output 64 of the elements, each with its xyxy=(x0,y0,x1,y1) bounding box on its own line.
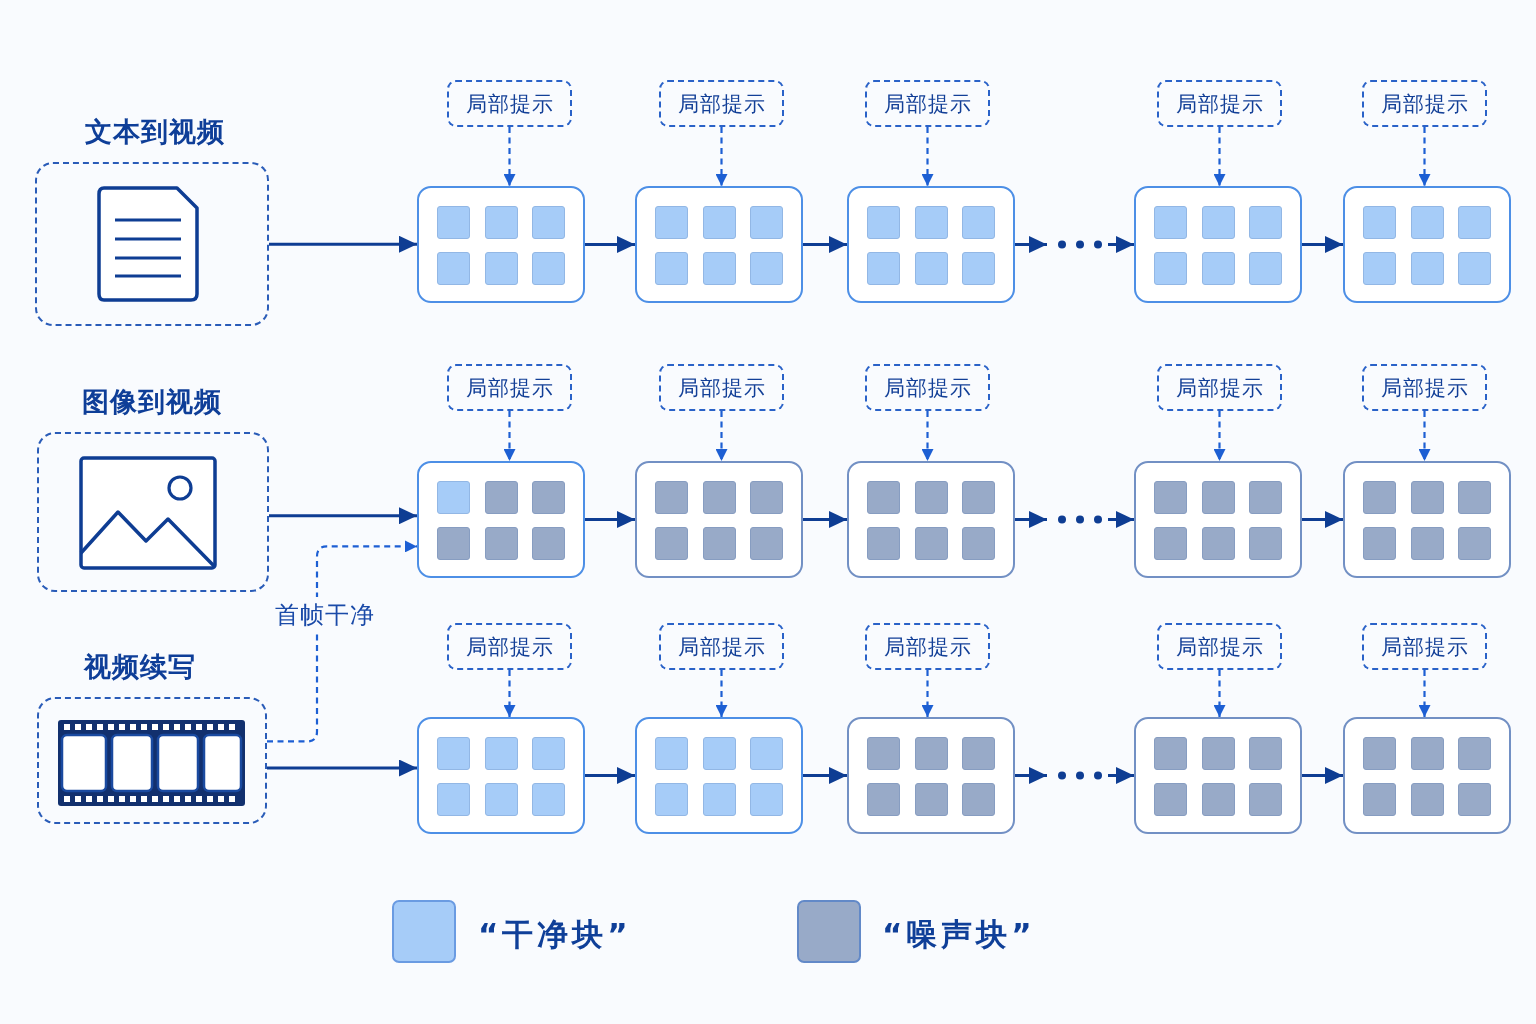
dashed-arrow xyxy=(503,411,516,461)
dashed-arrow xyxy=(921,670,934,717)
dashed-arrow xyxy=(715,127,728,186)
dashed-arrow xyxy=(1213,670,1226,717)
dashed-arrow xyxy=(267,540,417,743)
frame-box xyxy=(635,186,803,303)
dashed-arrow xyxy=(715,411,728,461)
arrow xyxy=(803,767,847,784)
prompt-box: 局部提示 xyxy=(659,364,784,411)
heading: 视频续写 xyxy=(84,651,196,683)
arrow xyxy=(585,511,635,528)
frame-box xyxy=(1343,461,1511,578)
prompt-box: 局部提示 xyxy=(447,364,572,411)
arrow xyxy=(1302,236,1343,253)
frame-box xyxy=(1343,186,1511,303)
arrow xyxy=(803,236,847,253)
frame-box xyxy=(635,461,803,578)
prompt-box: 局部提示 xyxy=(1362,364,1487,411)
heading: 文本到视频 xyxy=(85,116,225,148)
prompt-box: 局部提示 xyxy=(1157,623,1282,670)
dashed-arrow xyxy=(715,670,728,717)
frame-box xyxy=(1134,717,1302,834)
frame-box xyxy=(417,186,585,303)
dashed-arrow xyxy=(503,127,516,186)
frame-box xyxy=(1134,461,1302,578)
frame-box xyxy=(417,717,585,834)
arrow xyxy=(585,767,635,784)
prompt-box: 局部提示 xyxy=(659,80,784,127)
arrow xyxy=(585,236,635,253)
frame-box xyxy=(1343,717,1511,834)
dashed-arrow xyxy=(1418,670,1431,717)
frame-box xyxy=(635,717,803,834)
edge-label: 首帧干净 xyxy=(273,596,377,633)
frame-box xyxy=(847,186,1015,303)
prompt-box: 局部提示 xyxy=(865,623,990,670)
frame-box xyxy=(1134,186,1302,303)
prompt-box: 局部提示 xyxy=(865,80,990,127)
dashed-arrow xyxy=(1418,411,1431,461)
prompt-box: 局部提示 xyxy=(447,80,572,127)
prompt-box: 局部提示 xyxy=(1362,80,1487,127)
dashed-arrow xyxy=(1418,127,1431,186)
arrow xyxy=(267,759,417,777)
dashed-arrow xyxy=(1213,127,1226,186)
arrow xyxy=(1302,767,1343,784)
prompt-box: 局部提示 xyxy=(447,623,572,670)
prompt-box: 局部提示 xyxy=(1157,364,1282,411)
arrow xyxy=(803,511,847,528)
prompt-box: 局部提示 xyxy=(865,364,990,411)
dashed-arrow xyxy=(1213,411,1226,461)
arrow xyxy=(269,235,417,253)
dashed-arrow xyxy=(921,127,934,186)
frame-box xyxy=(417,461,585,578)
dashed-arrow xyxy=(921,411,934,461)
frame-box xyxy=(847,461,1015,578)
frame-box xyxy=(847,717,1015,834)
prompt-box: 局部提示 xyxy=(1362,623,1487,670)
heading: 图像到视频 xyxy=(82,386,222,418)
legend-label: “干净块” xyxy=(478,915,632,954)
legend-label: “噪声块” xyxy=(882,915,1036,954)
prompt-box: 局部提示 xyxy=(1157,80,1282,127)
prompt-box: 局部提示 xyxy=(659,623,784,670)
arrow xyxy=(1302,511,1343,528)
dashed-arrow xyxy=(503,670,516,717)
arrow xyxy=(269,507,417,525)
